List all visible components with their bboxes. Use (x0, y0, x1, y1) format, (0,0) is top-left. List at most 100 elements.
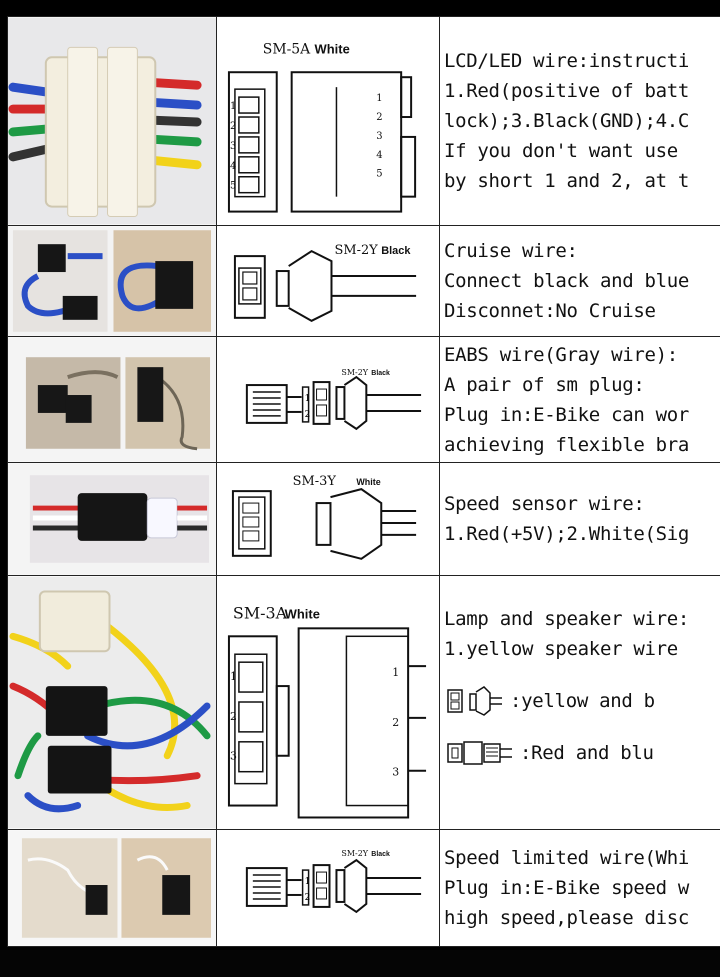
diagram-cell: SM-2Y Black 1 2 (216, 336, 440, 463)
description-cell: Speed limited wire(Whi Plug in:E-Bike sp… (439, 829, 720, 947)
description-line: achieving flexible bra (444, 433, 690, 456)
description-line: LCD/LED wire:instructi (444, 50, 690, 72)
table-row: SM-3Y White Speed sensor wire: 1.Red(+5V… (7, 462, 720, 576)
pin-label: 1 (230, 670, 237, 683)
flat-plug-icon (447, 741, 512, 765)
description-line: high speed,please disc (444, 907, 690, 929)
sm-2y-diagram: SM-2Y Black 1 2 (245, 368, 422, 431)
description-cell: Speed sensor wire: 1.Red(+5V);2.White(Si… (439, 462, 720, 576)
description-line: EABS wire(Gray wire): (444, 343, 678, 366)
pin-label: 4 (230, 161, 236, 172)
description: Speed sensor wire: 1.Red(+5V);2.White(Si… (441, 489, 720, 549)
diagram-cell: SM-3A White 1 2 3 1 (216, 575, 440, 830)
connector-color: Black (381, 245, 411, 257)
connector-color: White (285, 606, 320, 621)
connector-color: Black (371, 851, 390, 858)
bottom-black-bar (0, 950, 720, 977)
legend-text: :Red and blu (520, 742, 654, 764)
legend-row-2pin: :yellow and b (444, 678, 720, 724)
sm-3y-diagram: SM-3Y White (231, 474, 417, 560)
description-line: 1.Red(positive of batt (444, 80, 690, 102)
description-line: by short 1 and 2, at t (444, 170, 690, 192)
pin-label: 3 (230, 750, 237, 763)
pin-label: 2 (305, 893, 311, 903)
description-line: Connect black and blue (444, 270, 690, 292)
pin-label: 2 (230, 710, 237, 723)
photo-cell (7, 336, 217, 463)
sm-2y-diagram: SM-2Y Black 1 2 (245, 849, 422, 914)
description-cell: EABS wire(Gray wire): A pair of sm plug:… (439, 336, 720, 463)
description-line: A pair of sm plug: (444, 373, 645, 396)
photo-cell (7, 16, 217, 226)
photo-cell (7, 829, 217, 947)
description-line: Plug in:E-Bike can wor (444, 403, 690, 426)
top-black-bar (0, 0, 720, 16)
pin-label: 2 (376, 112, 382, 123)
connector-color: White (315, 41, 350, 56)
diagram-cell: SM-3Y White (216, 462, 440, 576)
pin-label: 1 (305, 394, 311, 404)
connector-color: White (356, 477, 380, 487)
pin-label: 3 (392, 766, 399, 779)
pin-label: 2 (392, 716, 399, 729)
connector-color: Black (371, 370, 390, 377)
table-row: SM-2Y Black Cruise wire: Connect black a… (7, 225, 720, 337)
description: Lamp and speaker wire: 1.yellow speaker … (441, 577, 720, 777)
pin-label: 1 (376, 93, 382, 104)
legend-text: :yellow and b (510, 690, 655, 712)
description-cell: Lamp and speaker wire: 1.yellow speaker … (439, 575, 720, 830)
description-cell: LCD/LED wire:instructi 1.Red(positive of… (439, 16, 720, 226)
connector-photo (8, 830, 216, 946)
connector-name: SM-5A (263, 41, 311, 57)
table-row: SM-5A White 1 2 3 4 5 (7, 16, 720, 226)
photo-cell (7, 462, 217, 576)
pin-label: 2 (230, 121, 236, 132)
pin-label: 5 (376, 169, 382, 180)
connector-name: SM-3A (233, 603, 288, 622)
connector-photo (8, 17, 216, 225)
description-line: Lamp and speaker wire: (444, 608, 690, 630)
description-line: Plug in:E-Bike speed w (444, 877, 690, 899)
pin-label: 5 (230, 181, 236, 192)
connector-photo (8, 576, 216, 829)
description: EABS wire(Gray wire): A pair of sm plug:… (441, 340, 720, 460)
description: LCD/LED wire:instructi 1.Red(positive of… (441, 46, 720, 196)
diagram-cell: SM-2Y Black 1 2 (216, 829, 440, 947)
description-line: If you don't want use (444, 140, 678, 162)
photo-cell (7, 225, 217, 337)
table-row: SM-3A White 1 2 3 1 (7, 575, 720, 830)
pin-label: 1 (392, 666, 399, 679)
description-line: Speed sensor wire: (444, 493, 645, 515)
sm-5a-diagram: SM-5A White 1 2 3 4 5 (227, 41, 417, 213)
wiring-table: SM-5A White 1 2 3 4 5 (7, 16, 720, 947)
connector-photo (8, 463, 216, 575)
description-line: 1.yellow speaker wire (444, 638, 678, 660)
sm-3a-diagram: SM-3A White 1 2 3 1 (227, 603, 427, 819)
description-cell: Cruise wire: Connect black and blue Disc… (439, 225, 720, 337)
diagram-cell: SM-2Y Black (216, 225, 440, 337)
pin-label: 3 (376, 131, 382, 142)
pin-label: 2 (305, 410, 311, 420)
description-line: Cruise wire: (444, 240, 578, 262)
connector-photo (8, 337, 216, 462)
sm-2pin-plug-icon (447, 686, 502, 716)
connector-name: SM-2Y (341, 849, 368, 858)
connector-name: SM-2Y (334, 243, 378, 258)
pin-label: 4 (376, 150, 382, 161)
connector-name: SM-2Y (341, 368, 368, 377)
connector-photo (8, 226, 216, 336)
description-line: Speed limited wire(Whi (444, 847, 690, 869)
description: Speed limited wire(Whi Plug in:E-Bike sp… (441, 843, 720, 933)
table-row: SM-2Y Black 1 2 (7, 829, 720, 947)
description-line: 1.Red(+5V);2.White(Sig (444, 523, 690, 545)
description-line: Disconnet:No Cruise (444, 300, 656, 322)
legend-row-flat: :Red and blu (444, 730, 720, 776)
description-line: lock);3.Black(GND);4.C (444, 110, 690, 132)
pin-label: 3 (230, 141, 236, 152)
table-row: SM-2Y Black 1 2 (7, 336, 720, 463)
diagram-cell: SM-5A White 1 2 3 4 5 (216, 16, 440, 226)
photo-cell (7, 575, 217, 830)
connector-name: SM-3Y (293, 474, 337, 489)
description: Cruise wire: Connect black and blue Disc… (441, 236, 720, 326)
pin-label: 1 (230, 101, 236, 112)
